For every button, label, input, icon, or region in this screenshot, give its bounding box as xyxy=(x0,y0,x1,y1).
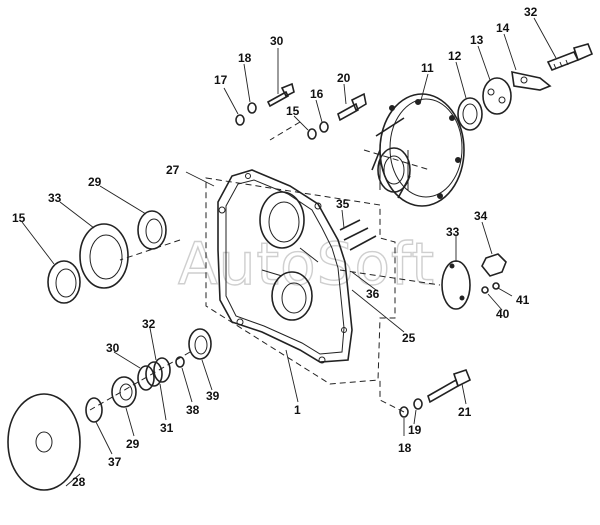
bearing-cover-33 xyxy=(441,260,471,310)
callout-1: 1 xyxy=(294,403,301,417)
washer-16 xyxy=(307,128,317,140)
callout-37: 37 xyxy=(108,455,122,469)
callout-18-bottom: 18 xyxy=(398,441,412,455)
washer-13 xyxy=(482,77,512,115)
callout-18: 17 xyxy=(214,73,228,87)
callout-12: 12 xyxy=(448,49,462,63)
studs-35 xyxy=(339,219,377,251)
callout-27: 27 xyxy=(166,163,180,177)
callout-19: 18 xyxy=(238,51,252,65)
callout-30: 30 xyxy=(106,341,120,355)
callout-21: 21 xyxy=(458,405,472,419)
nut-34 xyxy=(481,253,507,277)
callout-13: 13 xyxy=(470,33,484,47)
spacers-30-31-32 xyxy=(137,357,171,391)
ring-gear-26 xyxy=(79,223,129,289)
output-flange xyxy=(371,93,465,207)
washer-18-bottom xyxy=(399,406,409,418)
callout-15: 15 xyxy=(12,211,26,225)
callout-16: 15 xyxy=(286,104,300,118)
callout-22: 30 xyxy=(270,34,284,48)
callout-36: 36 xyxy=(366,287,380,301)
brake-disc-28 xyxy=(7,393,81,491)
callout-41: 41 xyxy=(516,293,530,307)
washer-40 xyxy=(481,286,489,294)
bolt-22 xyxy=(266,82,295,108)
callout-layer: 30 18 17 20 16 15 11 12 13 14 32 27 29 3… xyxy=(12,5,557,489)
seal-23 xyxy=(137,210,167,250)
callout-24: 32 xyxy=(524,5,538,19)
bolt-21 xyxy=(427,369,472,404)
callout-32: 32 xyxy=(142,317,156,331)
autosoft-watermark: AutoSoft xyxy=(178,230,435,298)
callout-28: 28 xyxy=(72,475,86,489)
assembly-boundary-dashed xyxy=(205,177,396,385)
bearing-29 xyxy=(111,376,137,408)
callout-35: 35 xyxy=(336,197,350,211)
washer-38 xyxy=(175,356,185,368)
callout-19-bottom: 19 xyxy=(408,423,422,437)
callout-39: 39 xyxy=(206,389,220,403)
callout-11: 11 xyxy=(421,61,434,75)
ring-15 xyxy=(47,260,81,304)
callout-33: 33 xyxy=(446,225,460,239)
callout-40: 40 xyxy=(496,307,510,321)
callout-23: 29 xyxy=(88,175,102,189)
callout-14: 14 xyxy=(496,21,510,35)
callout-17: 16 xyxy=(310,87,324,101)
callout-34: 34 xyxy=(474,209,488,223)
washer-19-bottom xyxy=(413,398,423,410)
callout-20: 20 xyxy=(337,71,351,85)
washer-41 xyxy=(492,282,500,290)
washer-17 xyxy=(319,121,329,133)
ring-39 xyxy=(188,328,212,360)
ring-37 xyxy=(85,397,103,423)
callout-38: 38 xyxy=(186,403,200,417)
lock-plate-14 xyxy=(511,70,552,91)
callout-25: 25 xyxy=(402,331,416,345)
bolt-20 xyxy=(337,92,367,122)
axis-lines xyxy=(89,121,441,413)
callout-26: 33 xyxy=(48,191,62,205)
callout-31: 31 xyxy=(160,421,174,435)
seal-ring-12 xyxy=(457,97,483,131)
washer-18-top xyxy=(235,114,245,126)
washer-19-top xyxy=(247,102,257,114)
bolt-24 xyxy=(546,43,594,72)
callout-29: 29 xyxy=(126,437,140,451)
housing-cover xyxy=(217,169,353,364)
